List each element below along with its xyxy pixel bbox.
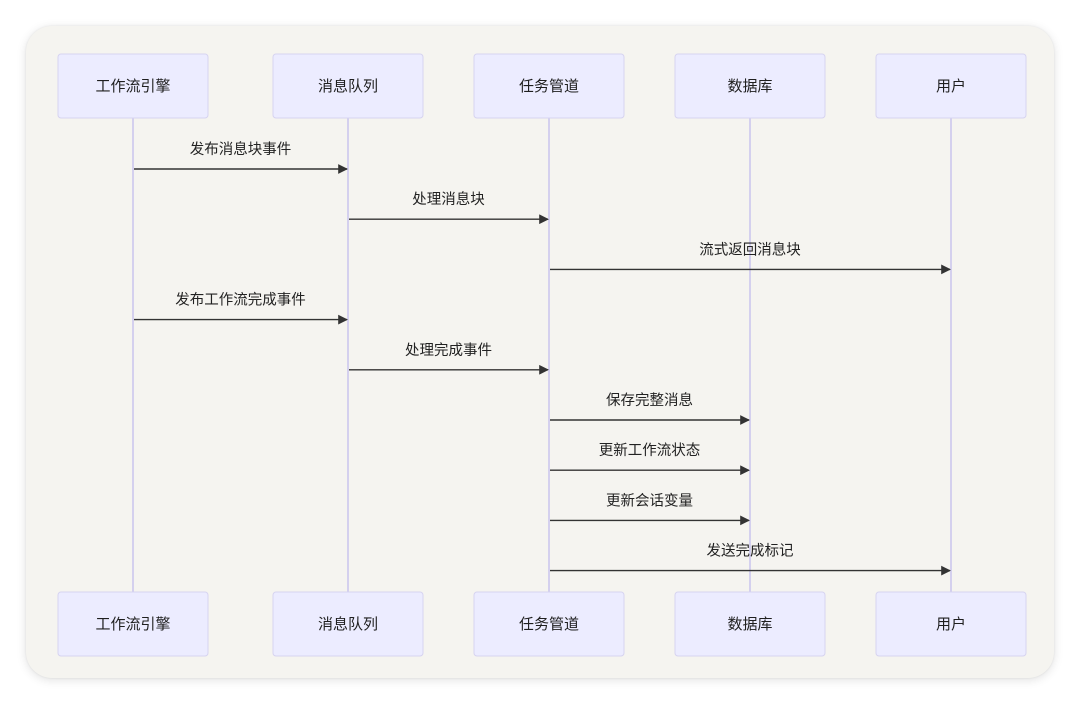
actor-label: 消息队列	[318, 615, 378, 633]
message-label: 处理消息块	[412, 191, 485, 208]
actor-box	[875, 591, 1027, 657]
message-5: 保存完整消息	[550, 392, 750, 425]
message-7: 更新会话变量	[550, 492, 750, 526]
actor-top-1: 消息队列	[272, 53, 424, 119]
messages: 发布消息块事件处理消息块流式返回消息块发布工作流完成事件处理完成事件保存完整消息…	[134, 141, 951, 576]
actor-bottom-0: 工作流引擎	[57, 591, 209, 657]
message-label: 保存完整消息	[606, 392, 693, 409]
actor-bottom-1: 消息队列	[272, 591, 424, 657]
message-4: 处理完成事件	[349, 342, 549, 375]
actors-bottom: 工作流引擎 消息队列 任务管道 数据库 用户	[57, 591, 1027, 657]
actor-box	[57, 591, 209, 657]
message-1: 处理消息块	[349, 191, 549, 225]
actor-top-4: 用户	[875, 53, 1027, 119]
actor-label: 消息队列	[318, 77, 378, 95]
message-6: 更新工作流状态	[550, 442, 750, 476]
actor-box	[57, 53, 209, 119]
diagram-card	[26, 26, 1054, 678]
message-label: 发送完成标记	[707, 543, 794, 560]
actor-bottom-3: 数据库	[674, 591, 826, 657]
actor-box	[272, 53, 424, 119]
message-label: 流式返回消息块	[699, 241, 801, 258]
message-label: 更新工作流状态	[599, 442, 701, 459]
actor-box	[875, 53, 1027, 119]
message-label: 发布工作流完成事件	[175, 292, 306, 309]
actor-box	[272, 591, 424, 657]
actor-box	[473, 53, 625, 119]
actor-box	[674, 53, 826, 119]
message-0: 发布消息块事件	[134, 141, 348, 174]
actor-label: 任务管道	[519, 615, 579, 633]
actor-top-0: 工作流引擎	[57, 53, 209, 119]
actors-top: 工作流引擎 消息队列 任务管道 数据库 用户	[57, 53, 1027, 119]
actor-bottom-2: 任务管道	[473, 591, 625, 657]
actor-label: 任务管道	[519, 77, 579, 95]
actor-top-2: 任务管道	[473, 53, 625, 119]
message-label: 发布消息块事件	[190, 141, 292, 158]
actor-label: 用户	[936, 615, 966, 633]
actor-label: 数据库	[727, 77, 772, 95]
actor-label: 用户	[936, 77, 966, 95]
message-3: 发布工作流完成事件	[134, 292, 348, 325]
lifelines	[132, 118, 952, 592]
actor-bottom-4: 用户	[875, 591, 1027, 657]
actor-label: 数据库	[727, 615, 772, 633]
actor-label: 工作流引擎	[95, 615, 170, 633]
message-2: 流式返回消息块	[550, 241, 951, 275]
actor-top-3: 数据库	[674, 53, 826, 119]
actor-box	[473, 591, 625, 657]
message-8: 发送完成标记	[550, 543, 951, 576]
actor-box	[674, 591, 826, 657]
message-label: 处理完成事件	[405, 342, 492, 359]
message-label: 更新会话变量	[606, 492, 693, 509]
actor-label: 工作流引擎	[95, 77, 170, 95]
